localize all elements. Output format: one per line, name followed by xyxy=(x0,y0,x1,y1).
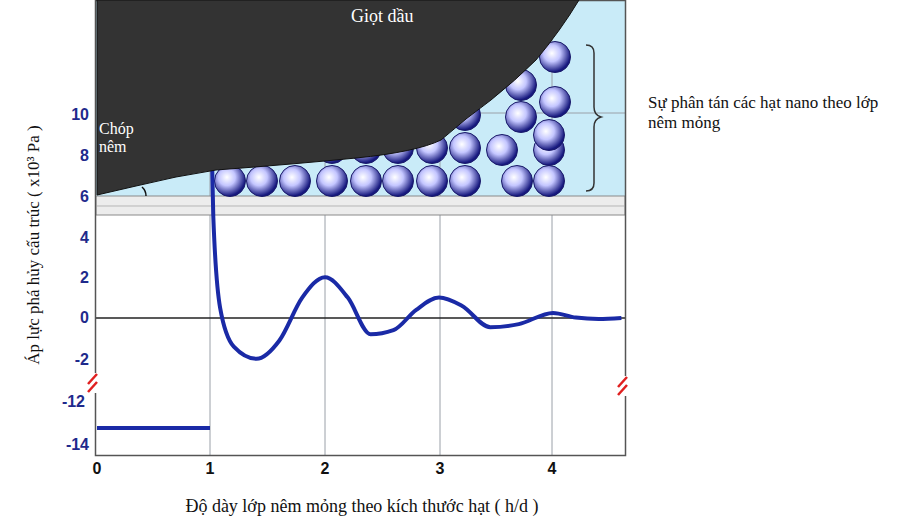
y-axis-title: Áp lực phá hủy cấu trúc ( x10³ Pa ) xyxy=(24,125,44,365)
y-tick: 2 xyxy=(80,269,89,287)
pressure-flat-segment xyxy=(97,426,210,430)
y-tick: 4 xyxy=(80,229,89,247)
nanoparticle xyxy=(506,102,537,133)
nanoparticle xyxy=(317,166,348,197)
nanoparticle xyxy=(502,166,533,197)
oil-drop: Giọt dầuChóp nêm xyxy=(96,0,588,196)
nanoparticle xyxy=(247,166,278,197)
liquid-ground xyxy=(96,0,625,196)
wedge-angle xyxy=(142,187,146,196)
chart-frame xyxy=(96,1,626,456)
y-tick: 10 xyxy=(71,106,89,124)
oil-drop-outline xyxy=(97,0,579,195)
x-tick: 0 xyxy=(93,460,102,478)
y-tick: -12 xyxy=(62,393,85,411)
y-tick: -14 xyxy=(66,436,89,454)
nanoparticle xyxy=(534,120,565,151)
nanoparticle xyxy=(383,166,414,197)
nanoparticle xyxy=(450,133,481,164)
bracket-note: Sự phân tán các hạt nano theo lớp nêm mỏ… xyxy=(648,93,910,132)
nanoparticle xyxy=(280,166,311,197)
substrate-line xyxy=(96,206,625,207)
x-tick: 3 xyxy=(436,460,445,478)
nanoparticle xyxy=(351,166,382,197)
nanoparticle xyxy=(540,87,571,118)
y-tick: -2 xyxy=(75,351,89,369)
y-tick: 6 xyxy=(80,188,89,206)
bracket xyxy=(586,45,601,191)
nanoparticle xyxy=(534,166,565,197)
x-axis-title: Độ dày lớp nêm mỏng theo kích thước hạt … xyxy=(185,496,538,517)
x-tick: 1 xyxy=(206,460,215,478)
drop-label: Giọt dầu xyxy=(351,6,461,27)
y-tick: 8 xyxy=(80,147,89,165)
x-tick: 2 xyxy=(321,460,330,478)
y-tick: 0 xyxy=(80,309,89,327)
substrate xyxy=(96,196,625,215)
nanoparticle xyxy=(417,166,448,197)
oil-drop-shape xyxy=(96,0,588,196)
x-tick: 4 xyxy=(548,460,557,478)
nanoparticle xyxy=(487,135,518,166)
nanoparticle xyxy=(450,166,481,197)
wedge-tip-label: Chóp nêm xyxy=(99,120,153,157)
axis-break xyxy=(86,373,634,396)
